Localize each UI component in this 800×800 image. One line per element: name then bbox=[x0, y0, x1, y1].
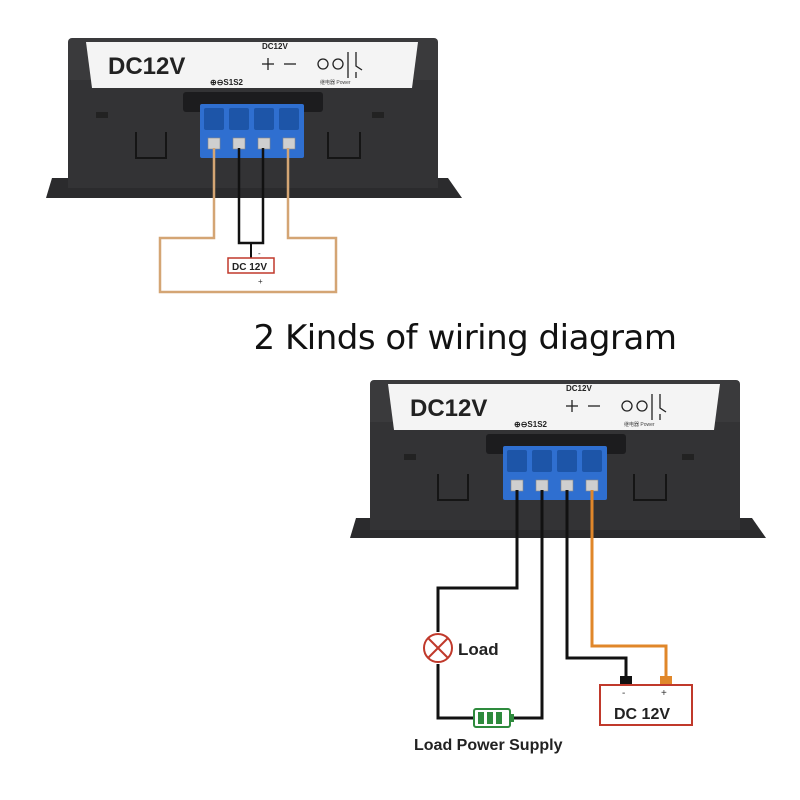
load-label: Load bbox=[458, 640, 499, 659]
dc-source-2-label: DC 12V bbox=[614, 706, 670, 723]
label-symbols bbox=[262, 52, 363, 78]
terminal-block bbox=[503, 446, 607, 500]
module-small-title: DC12V bbox=[566, 384, 592, 393]
load-lamp: Load bbox=[423, 633, 499, 663]
supply-return-wire bbox=[512, 490, 544, 720]
dc-source-2-box bbox=[599, 684, 693, 726]
label-symbols bbox=[566, 394, 667, 420]
module-title: DC12V bbox=[108, 53, 185, 80]
dc-source-2: - + DC 12V bbox=[599, 676, 693, 726]
dc-source-1-minus: - bbox=[258, 249, 261, 258]
relay-caption: 继电器 Power bbox=[624, 421, 655, 428]
load-power-supply: Load Power Supply bbox=[414, 708, 563, 754]
diagram-heading: 2 Kinds of wiring diagram bbox=[253, 318, 677, 358]
vent-right bbox=[372, 112, 384, 118]
terminal-block bbox=[200, 104, 304, 158]
module-title: DC12V bbox=[410, 395, 487, 422]
load-feed-wire bbox=[436, 490, 519, 632]
terminal-holes bbox=[207, 137, 296, 150]
load-power-supply-label: Load Power Supply bbox=[414, 737, 563, 754]
relay-caption: 继电器 Power bbox=[320, 79, 351, 86]
relay-module-bottom: DC12V DC12V ⊕⊖S1S2 继电器 Power bbox=[350, 380, 766, 538]
tan-wire-loop bbox=[158, 148, 338, 294]
terminal-screws bbox=[507, 450, 602, 472]
wiring-diagram-2 bbox=[436, 490, 668, 720]
terminal-marks: ⊕⊖S1S2 bbox=[514, 420, 548, 429]
dc-plus-wire bbox=[590, 490, 668, 684]
relay-module-top: DC12V DC12V ⊕⊖S1S2 继电器 Power bbox=[46, 38, 462, 198]
terminal-screws bbox=[204, 108, 299, 130]
wiring-diagram-1 bbox=[158, 148, 338, 294]
module-label-face bbox=[86, 42, 418, 88]
load-return-wire bbox=[436, 664, 474, 720]
vent-right bbox=[682, 454, 694, 460]
dc-source-2-plus: + bbox=[661, 688, 667, 699]
dc-source-1-plus: + bbox=[258, 277, 263, 286]
dc-source-1: DC 12V - + bbox=[227, 249, 275, 286]
dc-source-2-plus-terminal bbox=[660, 676, 672, 685]
vent-left bbox=[96, 112, 108, 118]
module-small-title: DC12V bbox=[262, 42, 288, 51]
vent-left bbox=[404, 454, 416, 460]
terminal-marks: ⊕⊖S1S2 bbox=[210, 78, 244, 87]
dc-source-2-minus-terminal bbox=[620, 676, 632, 685]
mounting-clips bbox=[135, 132, 361, 159]
dc-source-1-box bbox=[227, 257, 275, 274]
module-label-face bbox=[388, 384, 720, 430]
dc-source-1-label: DC 12V bbox=[232, 262, 267, 273]
mounting-clips bbox=[437, 474, 667, 501]
dc-source-2-minus: - bbox=[622, 688, 625, 699]
dc-minus-wire bbox=[565, 490, 628, 684]
